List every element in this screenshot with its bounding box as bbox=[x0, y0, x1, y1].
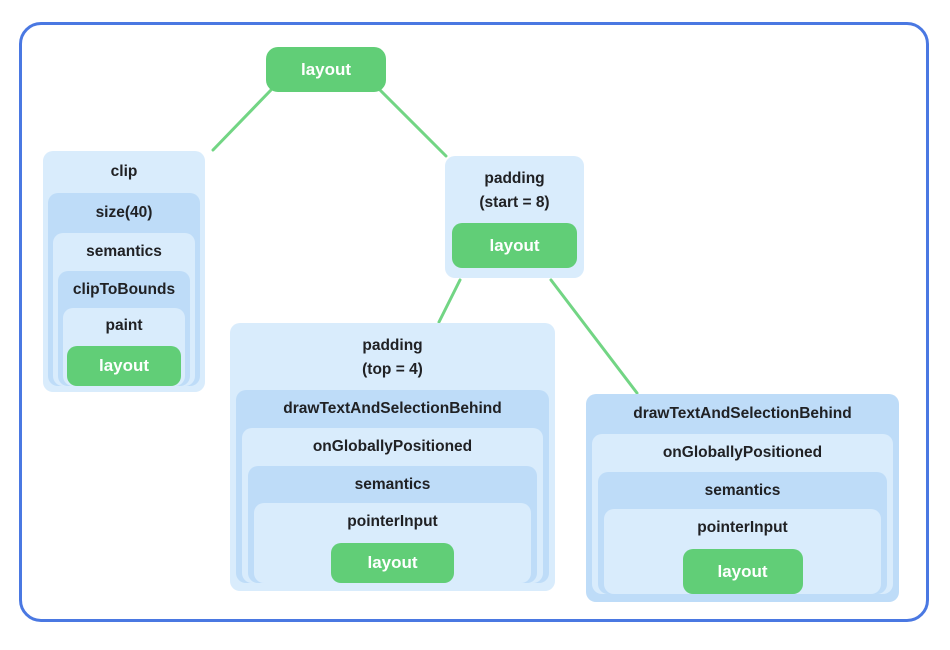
node-clip: clip size(40) semantics clipToBounds pai… bbox=[43, 151, 205, 392]
node-drawtext-semantics: semantics pointerInput layout bbox=[598, 472, 887, 594]
node-clip-layout-label: layout bbox=[98, 356, 150, 375]
node-drawtext-layout: layout bbox=[682, 549, 803, 594]
node-clip-label: clip bbox=[110, 163, 138, 180]
node-drawtext-pointer-input: pointerInput layout bbox=[604, 509, 881, 594]
node-padding-top-drawtext-label: drawTextAndSelectionBehind bbox=[283, 400, 502, 417]
node-padding-top-layout-label: layout bbox=[367, 553, 418, 572]
node-padding-start: padding (start = 8) layout bbox=[445, 156, 584, 278]
node-drawtext-on-globally-positioned: onGloballyPositioned semantics pointerIn… bbox=[592, 434, 893, 594]
node-padding-top-semantics: semantics pointerInput layout bbox=[248, 466, 537, 583]
node-drawtext: drawTextAndSelectionBehind onGloballyPos… bbox=[586, 394, 899, 602]
node-padding-start-layout-label: layout bbox=[489, 236, 540, 255]
node-padding-top-pointer-input-label: pointerInput bbox=[347, 513, 438, 530]
node-padding-top-label-line1: padding bbox=[362, 337, 423, 354]
node-clip-to-bounds: clipToBounds paint layout bbox=[58, 271, 190, 386]
node-drawtext-pointer-input-label: pointerInput bbox=[697, 519, 788, 536]
node-root-layout: layout bbox=[266, 47, 386, 92]
node-padding-top-drawtext: drawTextAndSelectionBehind onGloballyPos… bbox=[236, 390, 549, 583]
node-size-label: size(40) bbox=[95, 204, 153, 221]
node-padding-top-on-globally-positioned: onGloballyPositioned semantics pointerIn… bbox=[242, 428, 543, 583]
node-padding-start-label-line2: (start = 8) bbox=[479, 194, 550, 211]
node-size: size(40) semantics clipToBounds paint la… bbox=[48, 193, 200, 386]
node-padding-top-layout: layout bbox=[331, 543, 454, 583]
node-padding-top-label-line2: (top = 4) bbox=[362, 361, 423, 378]
node-clip-semantics: semantics clipToBounds paint layout bbox=[53, 233, 195, 386]
node-paint: paint layout bbox=[63, 308, 185, 386]
diagram-border-frame bbox=[19, 22, 929, 622]
node-drawtext-layout-label: layout bbox=[717, 562, 768, 581]
node-drawtext-semantics-label: semantics bbox=[704, 482, 781, 499]
node-clip-to-bounds-label: clipToBounds bbox=[72, 281, 176, 298]
node-paint-label: paint bbox=[105, 317, 143, 334]
node-padding-top-pointer-input: pointerInput layout bbox=[254, 503, 531, 583]
node-clip-semantics-label: semantics bbox=[86, 243, 162, 260]
node-padding-start-label: padding (start = 8) bbox=[445, 156, 584, 223]
node-clip-layout: layout bbox=[67, 346, 181, 386]
node-padding-start-label-line1: padding bbox=[484, 170, 545, 187]
node-padding-start-layout: layout bbox=[452, 223, 577, 268]
node-padding-top-semantics-label: semantics bbox=[354, 476, 431, 493]
node-padding-top: padding (top = 4) drawTextAndSelectionBe… bbox=[230, 323, 555, 591]
node-padding-top-on-globally-positioned-label: onGloballyPositioned bbox=[312, 438, 473, 455]
node-drawtext-label: drawTextAndSelectionBehind bbox=[633, 405, 852, 422]
node-root-layout-label: layout bbox=[300, 60, 352, 79]
node-drawtext-on-globally-positioned-label: onGloballyPositioned bbox=[662, 444, 823, 461]
node-padding-top-label: padding (top = 4) bbox=[230, 323, 555, 390]
